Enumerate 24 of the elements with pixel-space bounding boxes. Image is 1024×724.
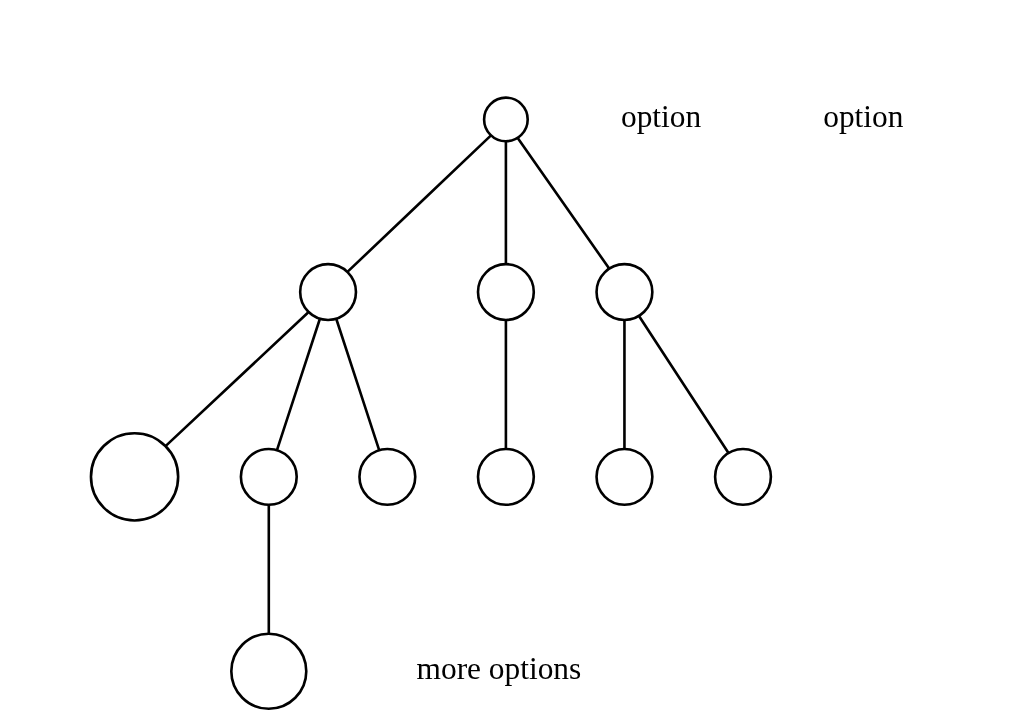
node-circle: [595, 262, 654, 322]
node-circle: [713, 447, 773, 507]
node-circle: [482, 96, 529, 143]
node-circle: [476, 447, 536, 507]
label: more options: [416, 650, 582, 686]
connector: [504, 320, 508, 449]
connector: [267, 505, 271, 634]
connector: [275, 318, 322, 451]
node-circle: [358, 447, 417, 507]
node-circle: [239, 447, 298, 507]
connector: [335, 318, 381, 451]
label: option: [620, 99, 702, 135]
node-circle: [230, 632, 308, 711]
connector: [164, 311, 309, 448]
node-circle: [89, 431, 180, 522]
node-circle: [595, 447, 654, 507]
connector: [637, 315, 730, 454]
connector: [516, 137, 611, 269]
connector: [623, 320, 626, 449]
node-circle: [476, 262, 536, 322]
connector: [504, 141, 508, 264]
label: option: [823, 99, 904, 135]
node-circle: [298, 262, 358, 322]
connector: [346, 134, 492, 273]
